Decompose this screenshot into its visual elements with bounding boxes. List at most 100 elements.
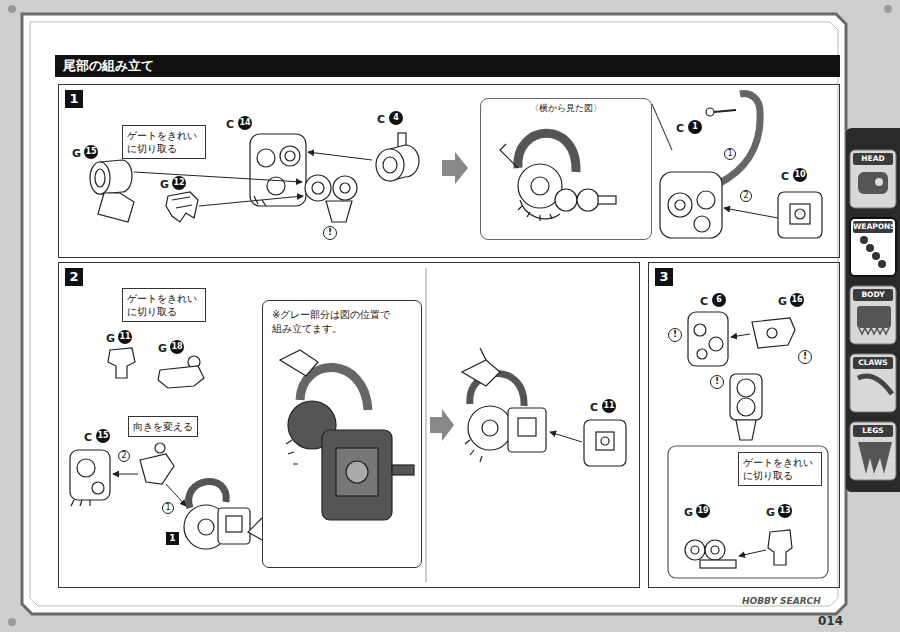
- part-drawing: [752, 318, 795, 348]
- tab-icon: [858, 376, 892, 394]
- section-tab: CLAWS: [850, 354, 896, 412]
- part-drawing: [601, 437, 609, 445]
- part-drawing: [598, 196, 616, 204]
- part-drawing: [675, 200, 685, 210]
- section-tab: LEGS: [850, 422, 896, 480]
- part-letter: C: [700, 295, 708, 309]
- part-letter: G: [778, 295, 787, 309]
- callout-text: ゲートをきれい に切り取る: [123, 289, 205, 321]
- part-number: 11: [602, 399, 616, 413]
- part-drawing: [718, 94, 760, 184]
- tab-strip: [850, 354, 896, 412]
- order-number: 2: [740, 190, 752, 202]
- page-frame: [8, 618, 16, 626]
- tab-icon: [859, 328, 889, 334]
- callout-box: 向きを変える: [128, 416, 198, 437]
- part-drawing: [709, 337, 723, 351]
- tab-icon: [858, 172, 888, 194]
- part-drawing: [248, 518, 262, 540]
- part-drawing: [778, 192, 822, 238]
- part-drawing: [705, 540, 725, 560]
- part-drawing: [257, 149, 275, 167]
- tab-strip: [850, 218, 896, 276]
- part-letter: G: [106, 332, 115, 346]
- part-drawing: [166, 192, 198, 222]
- part-drawing: [70, 94, 828, 578]
- tab-icon: [875, 178, 883, 186]
- tab-icon: [878, 260, 886, 268]
- part-letter: C: [676, 122, 684, 136]
- tab-label: LEGS: [853, 425, 893, 437]
- part-drawing: [660, 172, 722, 238]
- part-drawing: [694, 324, 706, 336]
- tab-strip: [846, 128, 900, 492]
- part-drawing: [140, 454, 174, 484]
- part-letter: C: [377, 113, 385, 127]
- part-drawing: [70, 450, 110, 500]
- caution-mark: !: [710, 375, 724, 389]
- part-drawing: [326, 201, 352, 222]
- part-drawing: [795, 209, 805, 219]
- part-letter: G: [72, 147, 81, 161]
- part-drawing: [500, 144, 518, 168]
- part-number: 12: [172, 176, 186, 190]
- section-tab: WEAPONS: [850, 218, 896, 276]
- part-drawing: [706, 108, 714, 116]
- assembly-arrow: [652, 104, 672, 150]
- assembly-arrow: [731, 334, 750, 337]
- part-number: 19: [696, 504, 710, 518]
- part-drawing: [98, 193, 134, 222]
- part-drawing: [711, 546, 719, 554]
- step-panel: 1ゲートをきれい に切り取る〈横から見た図〉: [58, 84, 840, 258]
- callout-text: ゲートをきれい に切り取る: [123, 126, 205, 158]
- divider-line: [426, 268, 427, 582]
- assembly-arrow: [113, 104, 778, 556]
- part-number: 15: [96, 429, 110, 443]
- step-number: 2: [65, 268, 83, 286]
- part-drawing: [697, 191, 715, 209]
- tab-strip: [850, 150, 896, 208]
- part-number: 13: [778, 504, 792, 518]
- part-drawing: [694, 216, 710, 232]
- page-frame: [22, 14, 846, 614]
- caution-mark: !: [668, 328, 682, 342]
- page-number: 014: [818, 614, 843, 628]
- part-drawing: [508, 408, 546, 452]
- assembly-arrow: [199, 196, 303, 206]
- part-drawing: [685, 540, 705, 560]
- part-number: 14: [238, 116, 252, 130]
- part-drawing: [189, 481, 227, 508]
- title-bar: 尾部の組み立て: [55, 55, 840, 77]
- part-drawing: [737, 379, 755, 397]
- part-drawing: [77, 459, 95, 477]
- part-drawing: [737, 398, 755, 416]
- order-number: 1: [162, 502, 174, 514]
- part-drawing: [198, 519, 214, 535]
- part-number: 16: [790, 293, 804, 307]
- part-drawing: [555, 189, 577, 211]
- part-number: 11: [118, 330, 132, 344]
- callout-box: ゲートをきれい に切り取る: [738, 452, 822, 486]
- title-text: 尾部の組み立て: [55, 55, 840, 77]
- part-drawing: [668, 446, 828, 578]
- callout-box: ゲートをきれい に切り取る: [122, 288, 206, 322]
- part-drawing: [480, 348, 486, 360]
- note-text: ※グレー部分は図の位置で 組み立てます。: [263, 301, 402, 336]
- part-letter: G: [766, 506, 775, 520]
- part-number: 18: [170, 340, 184, 354]
- part-drawing: [383, 157, 397, 173]
- page-frame: [8, 5, 16, 13]
- section-tab: HEAD: [850, 150, 896, 208]
- tab-label: WEAPONS: [853, 221, 893, 233]
- part-drawing: [736, 420, 756, 440]
- callout-text: 向きを変える: [129, 417, 197, 436]
- part-drawing: [697, 349, 707, 359]
- step-panel: 3ゲートをきれい に切り取る: [648, 262, 840, 588]
- page-frame: [30, 22, 838, 606]
- tab-label: HEAD: [853, 153, 893, 165]
- part-drawing: [336, 448, 378, 496]
- callout-text: ゲートをきれい に切り取る: [739, 453, 821, 485]
